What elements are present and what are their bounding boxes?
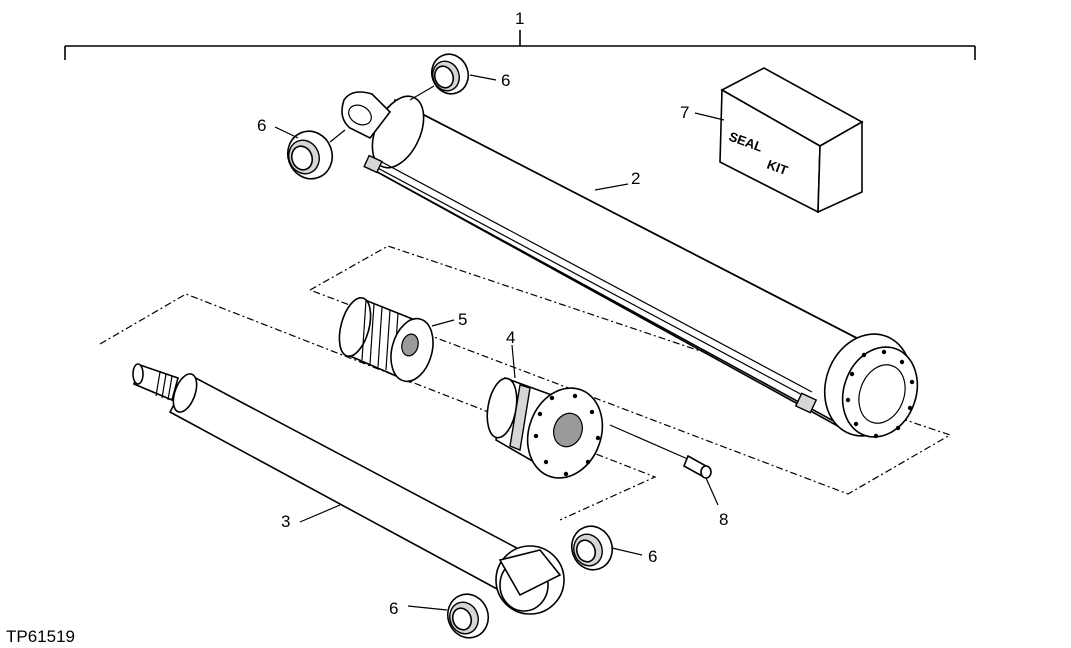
piston xyxy=(338,296,434,384)
callout-cap-screw: 8 xyxy=(719,510,728,529)
callout-rod: 3 xyxy=(281,512,290,531)
figure-id: TP61519 xyxy=(6,627,75,646)
cylinder-barrel xyxy=(341,91,919,439)
callout-barrel: 2 xyxy=(631,169,640,188)
assembly-bracket xyxy=(64,30,976,60)
barrel-flange-bolt-holes xyxy=(845,349,915,439)
gland-bolt-holes xyxy=(533,393,601,477)
cap-screw xyxy=(609,424,712,479)
seal-kit-box: SEAL KIT xyxy=(719,67,864,214)
barrel-group-outline xyxy=(309,245,952,495)
leader-bushing-upper-to-barrel xyxy=(409,85,435,101)
gland xyxy=(486,376,604,479)
bushing-rod-right xyxy=(570,525,614,571)
callout-bushing-left: 6 xyxy=(257,116,266,135)
callout-gland: 4 xyxy=(506,328,515,347)
piston-rod xyxy=(132,363,565,615)
callout-bushing-rod-left: 6 xyxy=(389,599,398,618)
leader-lines xyxy=(274,74,725,611)
bushing-left xyxy=(286,130,334,180)
bushing-rod-left xyxy=(446,593,490,639)
callout-assembly: 1 xyxy=(515,9,524,28)
seal-kit-label-line2: KIT xyxy=(765,157,790,178)
rod-group-outline xyxy=(99,293,657,521)
callout-bushing-upper: 6 xyxy=(501,71,510,90)
callout-bushing-rod-right: 6 xyxy=(648,547,657,566)
leader-bushing-left-to-barrel xyxy=(329,129,346,143)
bushing-upper xyxy=(430,53,470,95)
callout-piston: 5 xyxy=(458,310,467,329)
callout-seal-kit: 7 xyxy=(680,103,689,122)
